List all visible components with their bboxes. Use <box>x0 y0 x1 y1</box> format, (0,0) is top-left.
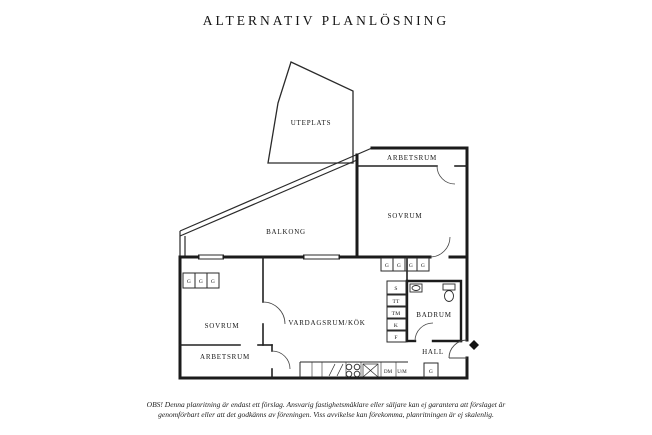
room-label-hall: HALL <box>422 348 444 356</box>
wardrobe-label: G <box>385 263 389 269</box>
disclaimer-text: OBS! Denna planritning är endast ett för… <box>0 400 652 420</box>
freezer-label: F <box>394 335 397 341</box>
appliance-column <box>386 280 407 343</box>
wardrobe-label: G <box>409 263 413 269</box>
wardrobe-label: G <box>211 279 215 285</box>
entrance-door <box>448 339 479 359</box>
oven-micro-label: U/M <box>397 370 407 375</box>
fridge-label: K <box>394 323 398 329</box>
room-label-sovrum-left: SOVRUM <box>205 322 240 330</box>
wardrobe-label: G <box>199 279 203 285</box>
room-label-uteplats: UTEPLATS <box>291 119 332 127</box>
kitchen-labels: DM U/M <box>384 370 407 375</box>
bathroom-walls <box>405 279 463 343</box>
page-title: ALTERNATIV PLANLÖSNING <box>202 13 450 28</box>
wardrobe-label: G <box>187 279 191 285</box>
closet-s-label: S <box>394 286 397 292</box>
washer-label: TM <box>392 311 401 317</box>
uteplats-outline <box>267 61 354 164</box>
room-label-badrum: BADRUM <box>416 311 452 319</box>
wardrobe-label: G <box>429 369 433 375</box>
disclaimer-line-1: OBS! Denna planritning är endast ett för… <box>146 400 506 409</box>
wardrobe-label: G <box>421 263 425 269</box>
wardrobe-label: G <box>397 263 401 269</box>
room-label-vardagsrum-kok: VARDAGSRUM/KÖK <box>288 319 365 327</box>
appliance-labels: S TT TM K F <box>392 286 401 341</box>
interior-walls <box>179 165 468 379</box>
dryer-label: TT <box>392 299 400 305</box>
balcony-railing <box>179 147 373 257</box>
room-label-arbetsrum-top: ARBETSRUM <box>387 154 437 162</box>
window-lines <box>198 254 340 260</box>
stove-icon <box>345 363 361 378</box>
bathroom-fixtures <box>409 283 456 302</box>
toilet-icon <box>442 283 456 302</box>
washbasin-icon <box>409 283 423 293</box>
sink-icon <box>362 363 379 378</box>
room-labels: UTEPLATS BALKONG ARBETSRUM SOVRUM SOVRUM… <box>200 119 452 361</box>
disclaimer-line-2: genomförbart eller att det godkänns av f… <box>158 410 494 419</box>
interior-doors <box>262 165 456 370</box>
entrance-marker-icon <box>469 340 479 350</box>
room-label-balkong: BALKONG <box>266 228 306 236</box>
wardrobe-boxes <box>182 257 439 379</box>
room-label-sovrum-right: SOVRUM <box>388 212 423 220</box>
dishwasher-label: DM <box>384 370 393 375</box>
kitchen-counter <box>299 361 408 378</box>
room-label-arbetsrum-bottom: ARBETSRUM <box>200 353 250 361</box>
wardrobe-labels: G G G G G G G G <box>187 263 433 375</box>
